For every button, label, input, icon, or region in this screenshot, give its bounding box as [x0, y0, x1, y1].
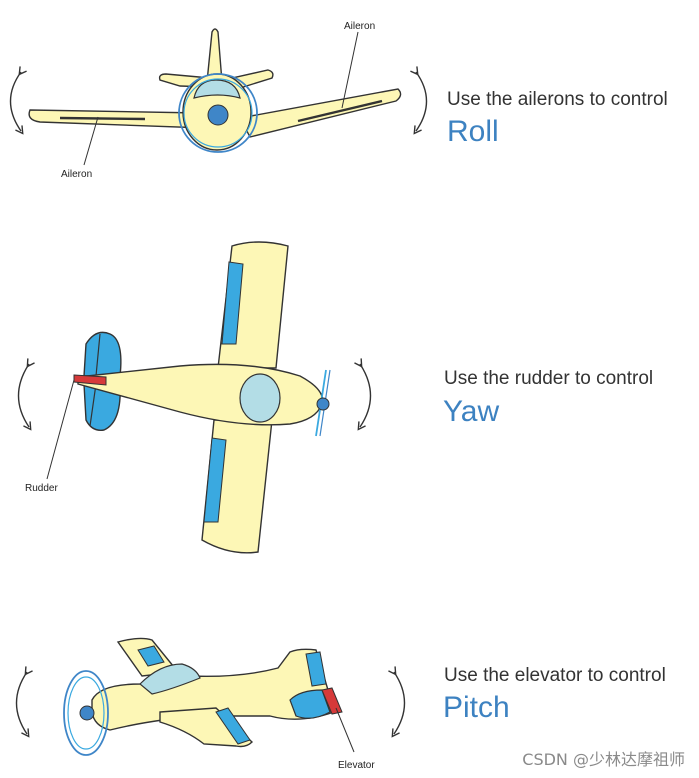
- horizontal-stabilizer-side: [289, 689, 331, 719]
- curved-double-arrow-icon: [17, 358, 35, 431]
- watermark: CSDN @少林达摩祖师: [522, 750, 685, 769]
- tail-stabilizer-lower: [83, 383, 121, 431]
- curved-double-arrow-icon: [388, 666, 406, 738]
- propeller-hub: [79, 705, 95, 721]
- curved-double-arrow-icon: [15, 666, 33, 738]
- propeller-disc-inner: [183, 78, 253, 148]
- aileron-pointer-line: [341, 31, 359, 109]
- canopy: [239, 373, 281, 423]
- lower-aileron: [203, 437, 227, 523]
- pitch-axis-label: Pitch: [443, 691, 510, 724]
- rudder: [73, 374, 107, 386]
- yaw-airplane-top-view: [73, 241, 331, 554]
- upper-aileron: [221, 261, 244, 345]
- propeller-hub: [207, 104, 229, 126]
- yaw-axis-label: Yaw: [443, 395, 500, 428]
- pitch-airplane-side-view: [63, 637, 343, 756]
- roll-airplane-front-view: [28, 28, 402, 153]
- curved-double-arrow-icon: [354, 358, 372, 431]
- propeller-disc-outer: [178, 73, 258, 153]
- elevator-pointer-line: [335, 707, 355, 753]
- elevator-label: Elevator: [338, 760, 375, 771]
- propeller-hub: [316, 397, 330, 411]
- elevator: [321, 687, 343, 715]
- fin-rudder-surface: [305, 651, 327, 687]
- canopy: [139, 663, 201, 695]
- right-wing: [238, 88, 402, 138]
- right-aileron: [297, 99, 383, 123]
- far-aileron: [137, 645, 165, 667]
- canopy: [193, 79, 241, 99]
- curved-double-arrow-icon: [410, 66, 428, 135]
- near-wing: [159, 707, 254, 748]
- propeller-disc-inner: [67, 676, 105, 750]
- vertical-fin: [206, 28, 223, 83]
- rudder-pointer-line: [46, 379, 75, 480]
- aileron-label: Aileron: [344, 21, 375, 32]
- aileron-label: Aileron: [61, 169, 92, 180]
- roll-caption: Use the ailerons to control: [447, 89, 668, 110]
- rudder-label: Rudder: [25, 483, 58, 494]
- curved-double-arrow-icon: [9, 66, 27, 135]
- aileron-pointer-line: [83, 116, 99, 166]
- near-aileron: [215, 707, 251, 745]
- yaw-caption: Use the rudder to control: [444, 368, 654, 389]
- tail-stabilizer-upper: [83, 331, 122, 377]
- pitch-caption: Use the elevator to control: [444, 665, 666, 686]
- roll-axis-label: Roll: [447, 115, 499, 148]
- left-aileron: [59, 116, 146, 121]
- propeller-disc-outer: [63, 670, 109, 756]
